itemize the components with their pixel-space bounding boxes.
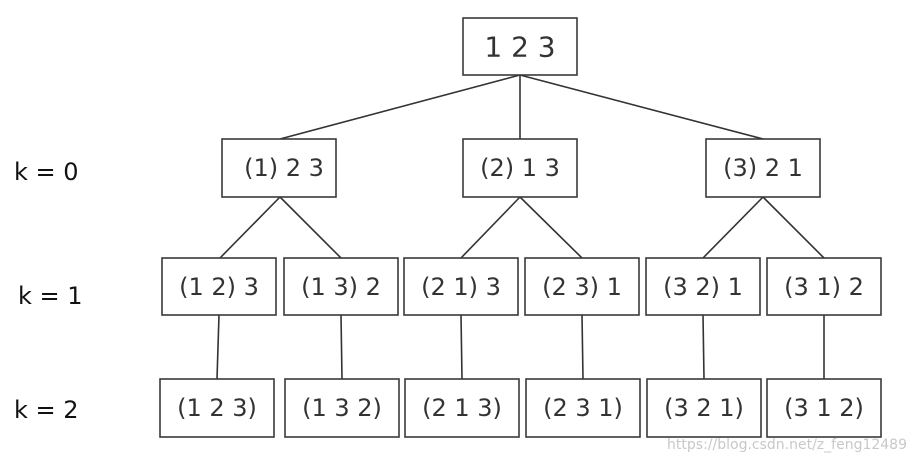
node-k1-1: (1 2) 3: [161, 257, 277, 316]
edge-12-to-123: [216, 314, 220, 380]
node-k1-1-label: (1 2) 3: [179, 273, 259, 301]
node-k2-6: (3 1 2): [766, 378, 882, 438]
edge-2-to-21: [460, 196, 521, 259]
edge-3-to-32: [702, 196, 764, 259]
node-k1-5: (3 2) 1: [645, 257, 761, 316]
edge-23-to-231: [581, 314, 584, 380]
node-k2-5: (3 2 1): [646, 378, 762, 438]
level-label-k1: k = 1: [18, 282, 83, 310]
edge-2-to-23: [519, 196, 583, 259]
node-k1-6-label: (3 1) 2: [784, 273, 864, 301]
root-node: 1 2 3: [462, 17, 578, 76]
edge-1-to-13: [279, 196, 342, 259]
node-k2-4-label: (2 3 1): [543, 394, 623, 422]
node-k2-3: (2 1 3): [404, 378, 520, 438]
node-k2-5-label: (3 2 1): [664, 394, 744, 422]
node-k2-2: (1 3 2): [284, 378, 400, 438]
node-k1-4: (2 3) 1: [524, 257, 640, 316]
edge-1-to-12: [219, 196, 281, 259]
node-k1-4-label: (2 3) 1: [542, 273, 622, 301]
node-k1-2: (1 3) 2: [283, 257, 399, 316]
level-label-k0: k = 0: [14, 158, 79, 186]
node-k0-2-label: (2) 1 3: [480, 154, 560, 182]
node-k2-6-label: (3 1 2): [784, 394, 864, 422]
node-k0-2: (2) 1 3: [462, 138, 578, 198]
node-k1-3: (2 1) 3: [403, 257, 519, 316]
edge-root-to-node-3: [519, 74, 764, 140]
node-k1-2-label: (1 3) 2: [301, 273, 381, 301]
watermark-text: https://blog.csdn.net/z_feng12489: [667, 437, 907, 453]
node-k0-3: (3) 2 1: [705, 138, 821, 198]
node-k2-4: (2 3 1): [525, 378, 641, 438]
node-k2-3-label: (2 1 3): [422, 394, 502, 422]
node-k0-3-label: (3) 2 1: [723, 154, 803, 182]
node-k1-5-label: (3 2) 1: [663, 273, 743, 301]
edge-32-to-321: [702, 314, 705, 380]
node-k0-1-label: (1) 2 3: [244, 154, 324, 182]
node-k2-2-label: (1 3 2): [302, 394, 382, 422]
edge-root-to-node-1: [279, 74, 521, 140]
node-k1-6: (3 1) 2: [766, 257, 882, 316]
edge-3-to-31: [762, 196, 825, 259]
node-k0-1: (1) 2 3: [221, 138, 337, 198]
node-k2-1-label: (1 2 3): [177, 394, 257, 422]
edge-21-to-213: [460, 314, 463, 380]
root-node-label: 1 2 3: [484, 31, 555, 64]
edge-13-to-132: [340, 314, 343, 380]
node-k2-1: (1 2 3): [159, 378, 275, 438]
node-k1-3-label: (2 1) 3: [421, 273, 501, 301]
level-label-k2: k = 2: [14, 396, 79, 424]
